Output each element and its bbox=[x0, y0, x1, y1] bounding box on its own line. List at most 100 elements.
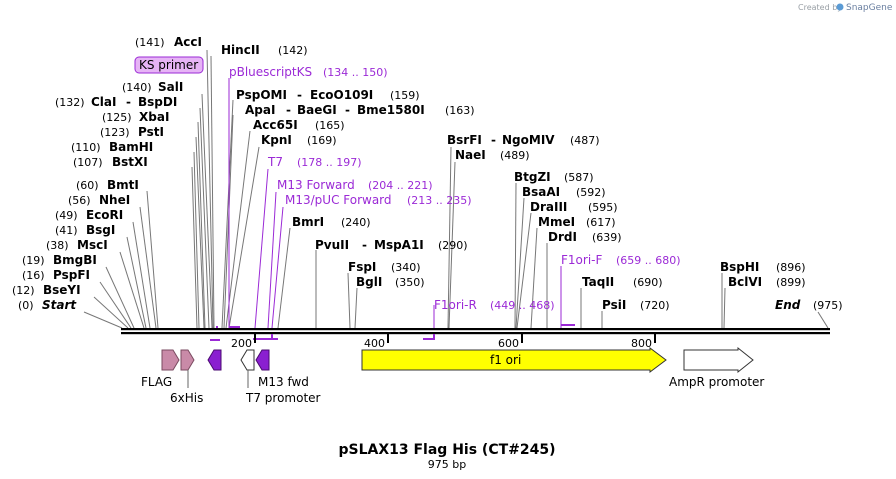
enzyme-name-bseyi: BseYI bbox=[43, 283, 81, 297]
enzyme-name-pspfi: PspFI bbox=[53, 268, 90, 282]
feature-label-flag: FLAG bbox=[141, 375, 172, 389]
enzyme-name-pspomi: PspOMI bbox=[236, 88, 287, 102]
f1ori-feature-arrow bbox=[361, 347, 667, 373]
enzyme-pos-draiii: (595) bbox=[588, 201, 618, 214]
enzyme-name-apai: ApaI bbox=[245, 103, 275, 117]
enzyme-name-bamhi: BamHI bbox=[109, 140, 153, 154]
primer-range-t7: (178 .. 197) bbox=[297, 156, 362, 169]
leader-lines bbox=[83, 49, 829, 329]
leader-clai bbox=[199, 107, 210, 329]
primer-range-m13puc-forward: (213 .. 235) bbox=[407, 194, 472, 207]
leader-acc65i bbox=[225, 130, 251, 329]
leader-bsaai bbox=[515, 197, 525, 329]
primer-mark-f1ori-r bbox=[423, 334, 435, 340]
leader-kpni bbox=[228, 146, 260, 329]
leader-bsrfi bbox=[447, 146, 452, 329]
leader-t7 bbox=[254, 168, 269, 329]
enzyme-pos-pspfi: (16) bbox=[22, 269, 45, 282]
enzyme-name-fspi: FspI bbox=[348, 260, 376, 274]
m13-small-arrow bbox=[207, 349, 222, 371]
leader-m13-forward bbox=[267, 191, 277, 329]
primer-range-f1ori-r: (449 .. 468) bbox=[490, 299, 555, 312]
leader-nhei bbox=[139, 206, 157, 329]
enzyme-name-bspdi: BspDI bbox=[138, 95, 177, 109]
enzyme-pos-bmgbi: (19) bbox=[22, 254, 45, 267]
leader-bclvi bbox=[723, 287, 726, 329]
leader-acci bbox=[206, 49, 214, 329]
enzyme-pos-bclvi: (899) bbox=[776, 276, 806, 289]
enzyme-name-xbai: XbaI bbox=[139, 110, 169, 124]
enzyme-pos-bsgi: (41) bbox=[55, 224, 78, 237]
map-title: pSLAX13 Flag His (CT#245) bbox=[338, 442, 555, 458]
enzyme-name-hincii: HincII bbox=[221, 43, 260, 57]
enzyme-pos-bgli: (350) bbox=[395, 276, 425, 289]
leader-bstxi bbox=[191, 166, 198, 329]
primer-mark-m13f bbox=[266, 334, 273, 340]
t7-feature-arrow bbox=[240, 349, 255, 371]
leader-ecori bbox=[132, 221, 151, 329]
enzyme-pos-acc65i: (165) bbox=[315, 119, 345, 132]
enzyme-pos-acci: (141) bbox=[135, 36, 165, 49]
enzyme-pos-pspomi: (159) bbox=[390, 89, 420, 102]
enzyme-name-mspa1i: MspA1I bbox=[374, 238, 424, 252]
enzyme-name-ecori: EcoRI bbox=[86, 208, 123, 222]
enzyme-pos-bmti: (60) bbox=[76, 179, 99, 192]
leader-bsgi bbox=[126, 236, 147, 329]
enzyme-pos-mmei: (617) bbox=[586, 216, 616, 229]
enzyme-sep-baegi: - bbox=[345, 103, 350, 117]
map-length: 975 bp bbox=[428, 458, 466, 471]
brand-prefix: Created by bbox=[798, 3, 842, 12]
primer-label-m13-forward: M13 Forward bbox=[277, 178, 355, 192]
leader-bgli bbox=[354, 287, 358, 329]
enzyme-name-bmti: BmtI bbox=[107, 178, 139, 192]
start-label: Start bbox=[42, 298, 77, 312]
enzyme-pos-bamhi: (110) bbox=[71, 141, 101, 154]
primer-label-f1ori-r: F1ori-R bbox=[434, 298, 477, 312]
enzyme-name-sali: SalI bbox=[158, 80, 183, 94]
enzyme-name-pvuii: PvuII bbox=[315, 238, 349, 252]
enzyme-name-bsaai: BsaAI bbox=[522, 185, 560, 199]
feature-leaders bbox=[187, 370, 249, 388]
leader-start bbox=[83, 311, 123, 329]
enzyme-pos-clai: (132) bbox=[55, 96, 85, 109]
enzyme-name-bgli: BglI bbox=[356, 275, 382, 289]
enzyme-name-bme1580i: Bme1580I bbox=[357, 103, 425, 117]
ks-primer-box bbox=[134, 56, 204, 74]
enzyme-pos-bstxi: (107) bbox=[73, 156, 103, 169]
enzyme-pos-btgzi: (587) bbox=[564, 171, 594, 184]
enzyme-name-acci: AccI bbox=[174, 35, 202, 49]
leader-psti bbox=[195, 136, 205, 329]
feature-label-6xhis: 6xHis bbox=[170, 391, 203, 405]
primer-label-ks: KS primer bbox=[139, 58, 198, 72]
enzyme-name-ngomiv: NgoMIV bbox=[502, 133, 555, 147]
leader-end bbox=[817, 311, 829, 329]
enzyme-name-clai: ClaI bbox=[91, 95, 116, 109]
enzyme-name-psti: PstI bbox=[138, 125, 164, 139]
primer-range-pbluescriptks: (134 .. 150) bbox=[323, 66, 388, 79]
enzyme-name-bstxi: BstXI bbox=[112, 155, 148, 169]
leader-hincii bbox=[210, 55, 215, 329]
leader-naei bbox=[448, 161, 456, 329]
leader-bmti bbox=[146, 190, 159, 329]
his-feature-arrow bbox=[180, 349, 195, 371]
feature-label-m13fwd: M13 fwd bbox=[258, 375, 309, 389]
enzyme-pos-psii: (720) bbox=[640, 299, 670, 312]
enzyme-name-bclvi: BclVI bbox=[728, 275, 762, 289]
leader-draiii bbox=[516, 212, 532, 329]
enzyme-pos-taqii: (690) bbox=[633, 276, 663, 289]
leader-xbai bbox=[197, 121, 206, 329]
enzyme-name-acc65i: Acc65I bbox=[253, 118, 298, 132]
enzyme-name-bmgbi: BmgBI bbox=[53, 253, 97, 267]
enzyme-pos-hincii: (142) bbox=[278, 44, 308, 57]
enzyme-sep-bsrfi: - bbox=[491, 133, 496, 147]
tick-label-400: 400 bbox=[364, 337, 385, 350]
feature-label-t7-promoter: T7 promoter bbox=[245, 391, 321, 405]
primer-label-pbluescriptks: pBluescriptKS bbox=[229, 65, 312, 79]
feature-label-ampr-promoter: AmpR promoter bbox=[669, 375, 764, 389]
leader-mmei bbox=[530, 227, 538, 329]
tick-label-800: 800 bbox=[631, 337, 652, 350]
leader-fspi bbox=[347, 272, 351, 329]
enzyme-name-bsgi: BsgI bbox=[86, 223, 115, 237]
enzyme-pos-bmri: (240) bbox=[341, 216, 371, 229]
